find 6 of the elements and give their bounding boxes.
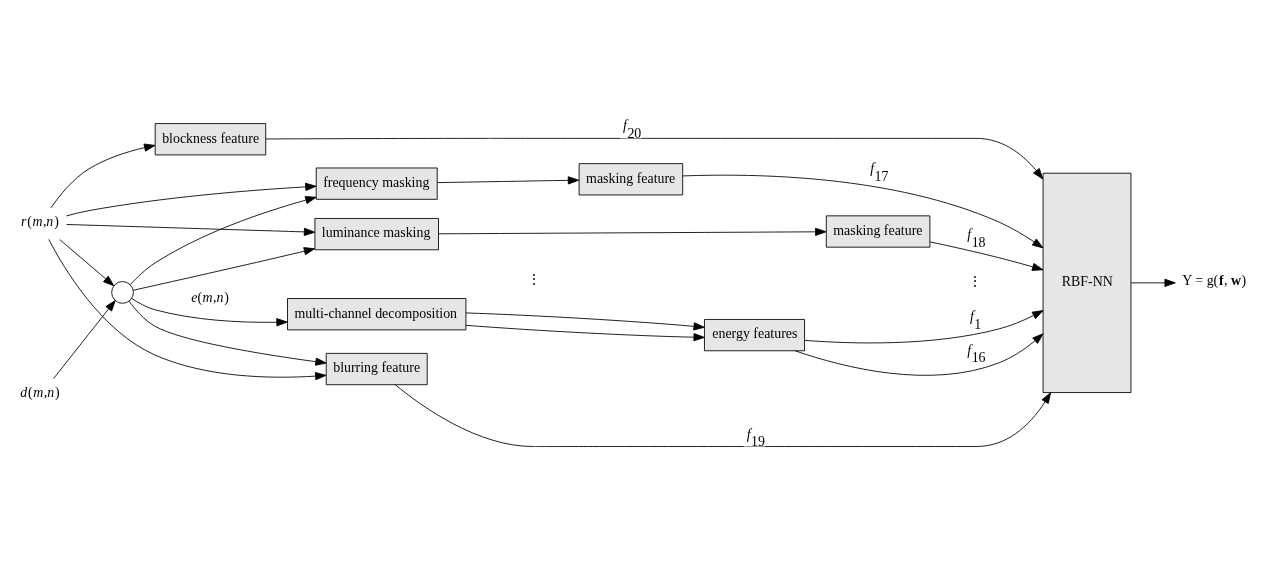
label: ⋮	[968, 273, 983, 289]
label: ⋮	[526, 271, 541, 287]
node-text: d(m,n)	[20, 384, 60, 400]
node-text: r(m,n)	[21, 213, 59, 229]
node-text: Y = g(f, w)	[1182, 272, 1247, 288]
edge-label: e(m,n)	[191, 289, 230, 305]
